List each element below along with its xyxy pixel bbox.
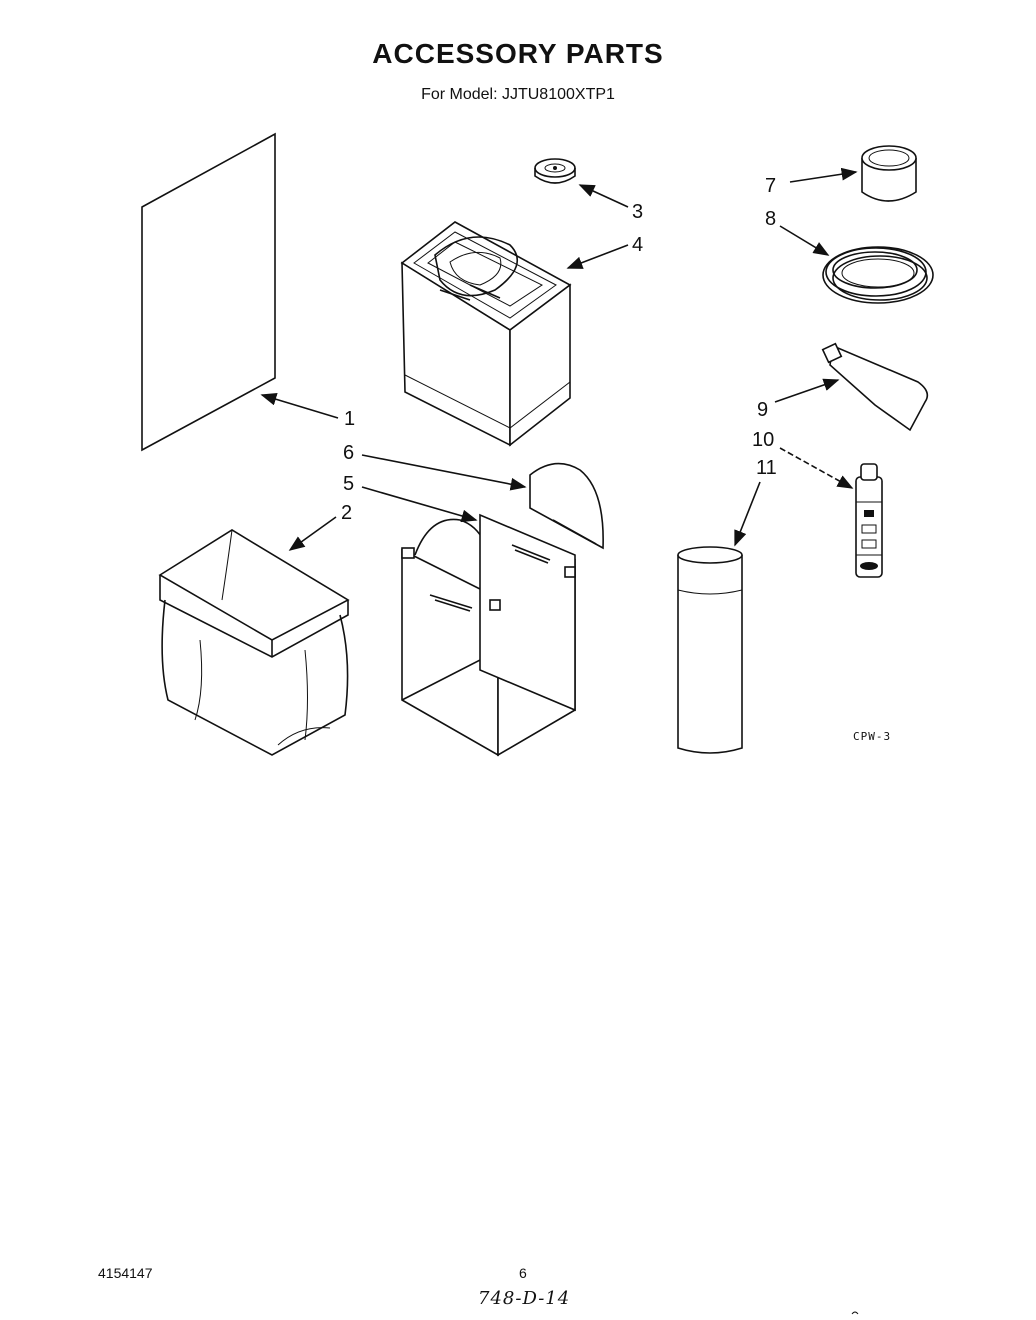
callout-8: 8 [765,208,776,230]
part-1-sheet [141,132,276,452]
callout-1: 1 [344,408,355,430]
part-9-tube [821,342,929,432]
page-number: 6 [519,1265,527,1281]
figure-reference: CPW-3 [853,730,891,743]
model-subtitle: For Model: JJTU8100XTP1 [421,86,615,103]
handwritten-note: 748-D-14 [478,1288,571,1309]
page-title: ACCESSORY PARTS [372,38,664,69]
part-3-cap [534,158,576,184]
document-number: 4154147 [98,1265,153,1281]
part-2-bag [158,529,350,756]
callout-7: 7 [765,175,776,197]
callout-10: 10 [752,429,774,451]
callout-5: 5 [343,473,354,495]
callout-3: 3 [632,201,643,223]
callout-2: 2 [341,502,352,524]
part-10-bottle [855,463,883,578]
part-7-can [861,145,917,202]
part-11-spray-can [677,546,743,754]
leader-lines [260,167,858,551]
callout-11: 11 [756,457,777,479]
part-8-tubing [822,246,934,304]
part-4-container [400,221,572,447]
callout-4: 4 [632,234,643,256]
part-6-plate [529,462,604,550]
part-5-holder [401,513,576,757]
callout-9: 9 [757,399,768,421]
callout-6: 6 [343,442,354,464]
